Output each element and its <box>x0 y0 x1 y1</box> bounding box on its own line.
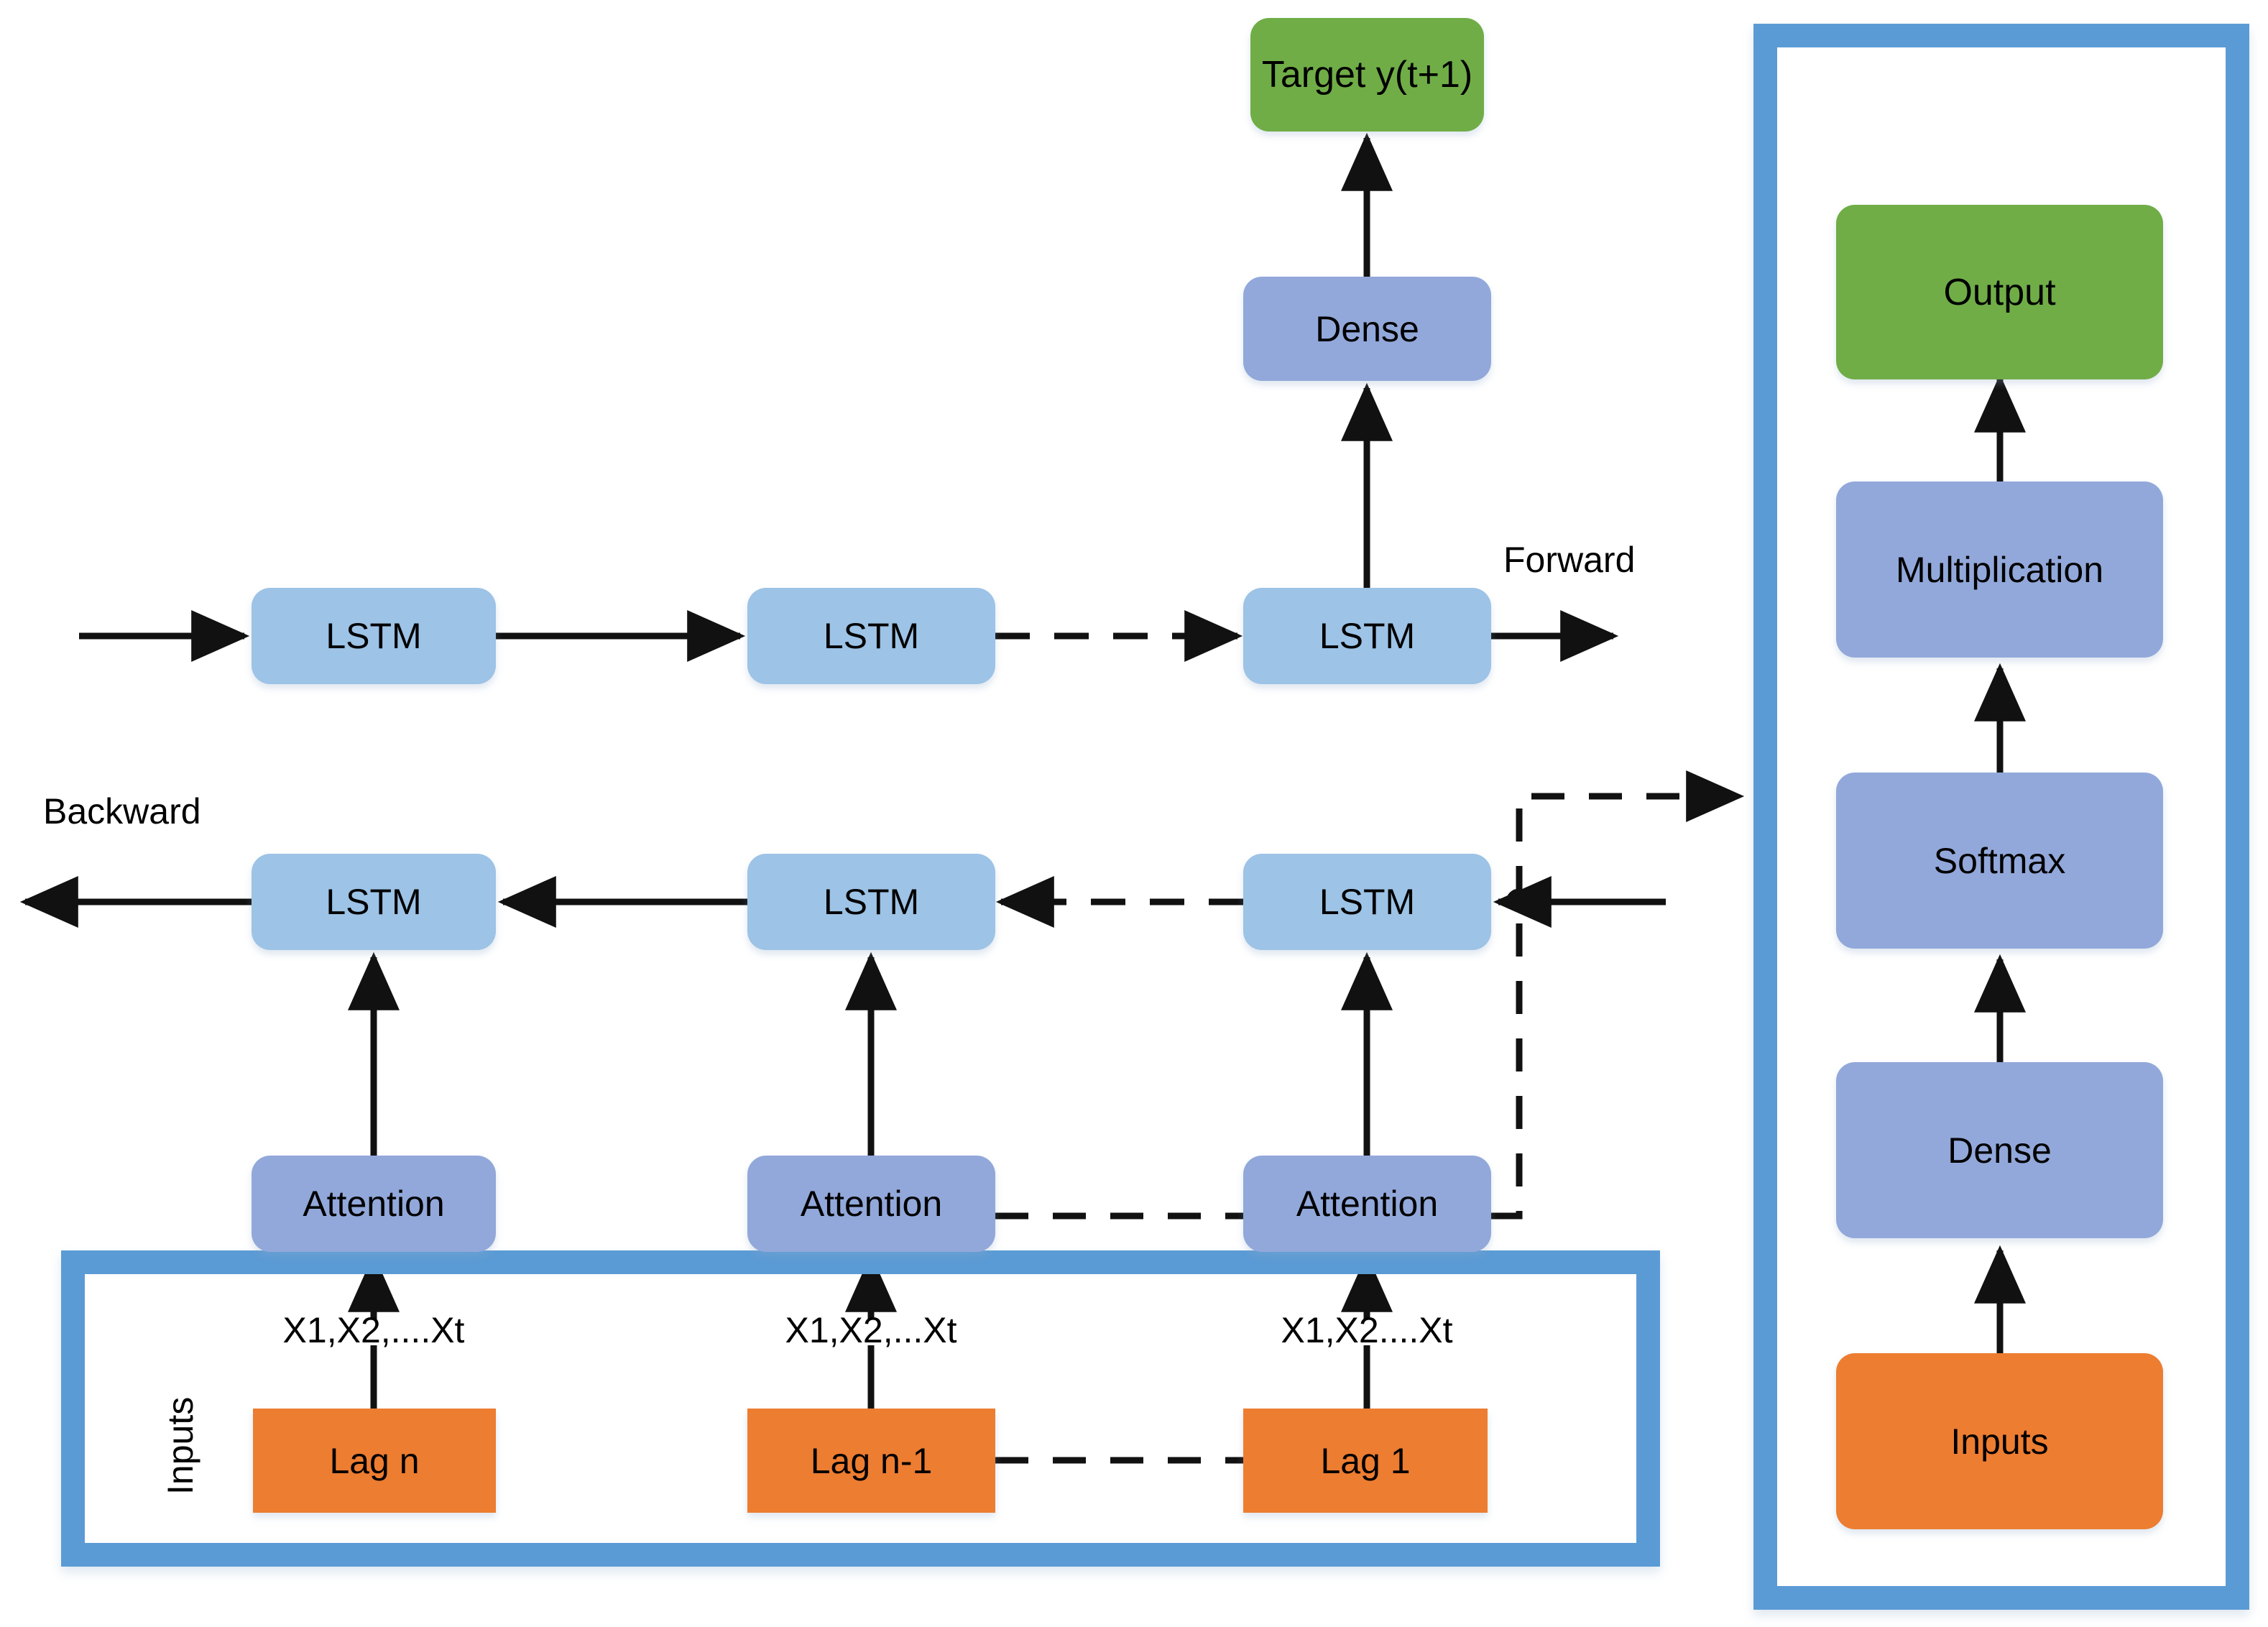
attention-module-panel-frame <box>1753 24 2249 1610</box>
dashed-attention-to-panel <box>1491 770 1745 1220</box>
panel-softmax-box[interactable]: Softmax <box>1836 773 2163 949</box>
forward-lstm-1[interactable]: LSTM <box>252 588 496 684</box>
feature-label-3: X1,X2....Xt <box>1281 1310 1453 1350</box>
panel-softmax-label: Softmax <box>1933 840 2066 881</box>
backward-lstm-1-label: LSTM <box>326 882 422 922</box>
dense-box-label: Dense <box>1315 308 1419 349</box>
panel-dense-label: Dense <box>1947 1130 2052 1171</box>
target-box[interactable]: Target y(t+1) <box>1250 18 1484 132</box>
forward-lstm-1-label: LSTM <box>326 616 422 656</box>
dense-box[interactable]: Dense <box>1243 277 1491 381</box>
forward-lstm-3-label: LSTM <box>1319 616 1416 656</box>
backward-lstm-3[interactable]: LSTM <box>1243 854 1491 950</box>
panel-multiplication-label: Multiplication <box>1895 549 2103 590</box>
feature-label-1: X1,X2,....Xt <box>282 1310 465 1350</box>
backward-lstm-2[interactable]: LSTM <box>747 854 995 950</box>
forward-lstm-2-label: LSTM <box>823 616 920 656</box>
lag-box-1-label: Lag n <box>329 1440 420 1481</box>
inputs-panel-frame <box>61 1250 1660 1567</box>
panel-dense-box[interactable]: Dense <box>1836 1062 2163 1238</box>
panel-inputs-label: Inputs <box>1950 1421 2049 1462</box>
attention-box-1[interactable]: Attention <box>252 1156 496 1252</box>
lag-box-1[interactable]: Lag n <box>253 1409 496 1513</box>
forward-lstm-3[interactable]: LSTM <box>1243 588 1491 684</box>
panel-output-label: Output <box>1943 271 2056 313</box>
panel-output-box[interactable]: Output <box>1836 205 2163 379</box>
arrow-into-lstm-b3 <box>1493 876 1666 928</box>
lag-box-3[interactable]: Lag 1 <box>1243 1409 1488 1513</box>
panel-inputs-box[interactable]: Inputs <box>1836 1353 2163 1529</box>
target-box-label: Target y(t+1) <box>1261 54 1473 96</box>
backward-lstm-2-label: LSTM <box>823 882 920 922</box>
forward-label: Forward <box>1503 540 1636 580</box>
lag-box-3-label: Lag 1 <box>1320 1440 1411 1481</box>
backward-lstm-3-label: LSTM <box>1319 882 1416 922</box>
attention-box-1-label: Attention <box>303 1184 445 1224</box>
lag-box-2[interactable]: Lag n-1 <box>747 1409 995 1513</box>
inputs-panel-side-label: Inputs <box>160 1396 200 1495</box>
attention-box-2-label: Attention <box>800 1184 943 1224</box>
attention-box-3[interactable]: Attention <box>1243 1156 1491 1252</box>
attention-box-2[interactable]: Attention <box>747 1156 995 1252</box>
lag-box-2-label: Lag n-1 <box>810 1440 933 1481</box>
panel-multiplication-box[interactable]: Multiplication <box>1836 481 2163 658</box>
attention-box-3-label: Attention <box>1296 1184 1439 1224</box>
backward-label: Backward <box>43 791 201 831</box>
feature-label-2: X1,X2,...Xt <box>785 1310 957 1350</box>
forward-lstm-2[interactable]: LSTM <box>747 588 995 684</box>
backward-lstm-1[interactable]: LSTM <box>252 854 496 950</box>
